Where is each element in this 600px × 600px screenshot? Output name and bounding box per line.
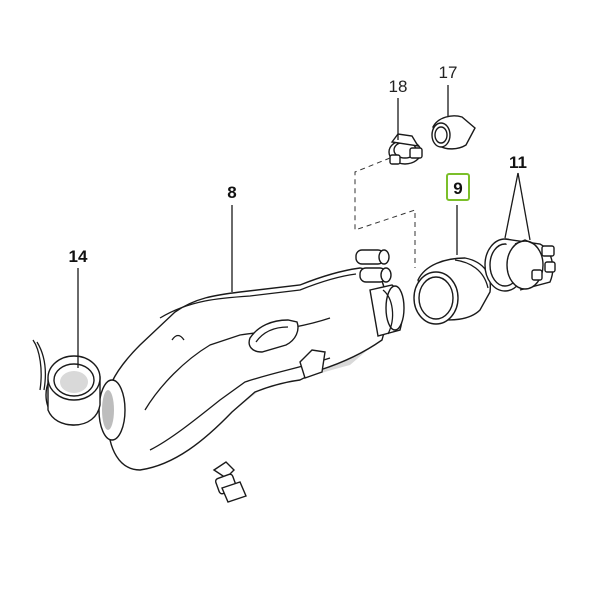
small-clamp-part-18[interactable] (388, 133, 423, 165)
callout-9-highlight-box (446, 173, 470, 201)
callout-9: 9 (453, 179, 462, 198)
leader-lines (77, 85, 531, 368)
callout-14: 14 (69, 247, 88, 266)
seal-ring-part-14[interactable] (32, 339, 101, 426)
sensor-fitting[interactable] (212, 461, 247, 503)
small-sleeve-part-17[interactable] (431, 115, 476, 150)
callout-18: 18 (389, 77, 408, 96)
callout-17: 17 (439, 63, 458, 82)
intake-duct-part-8[interactable] (98, 249, 405, 471)
hose-clamps-part-11[interactable] (484, 238, 556, 292)
callout-8: 8 (227, 183, 236, 202)
sleeve-part-9[interactable] (413, 257, 492, 325)
callout-11: 11 (509, 153, 527, 172)
